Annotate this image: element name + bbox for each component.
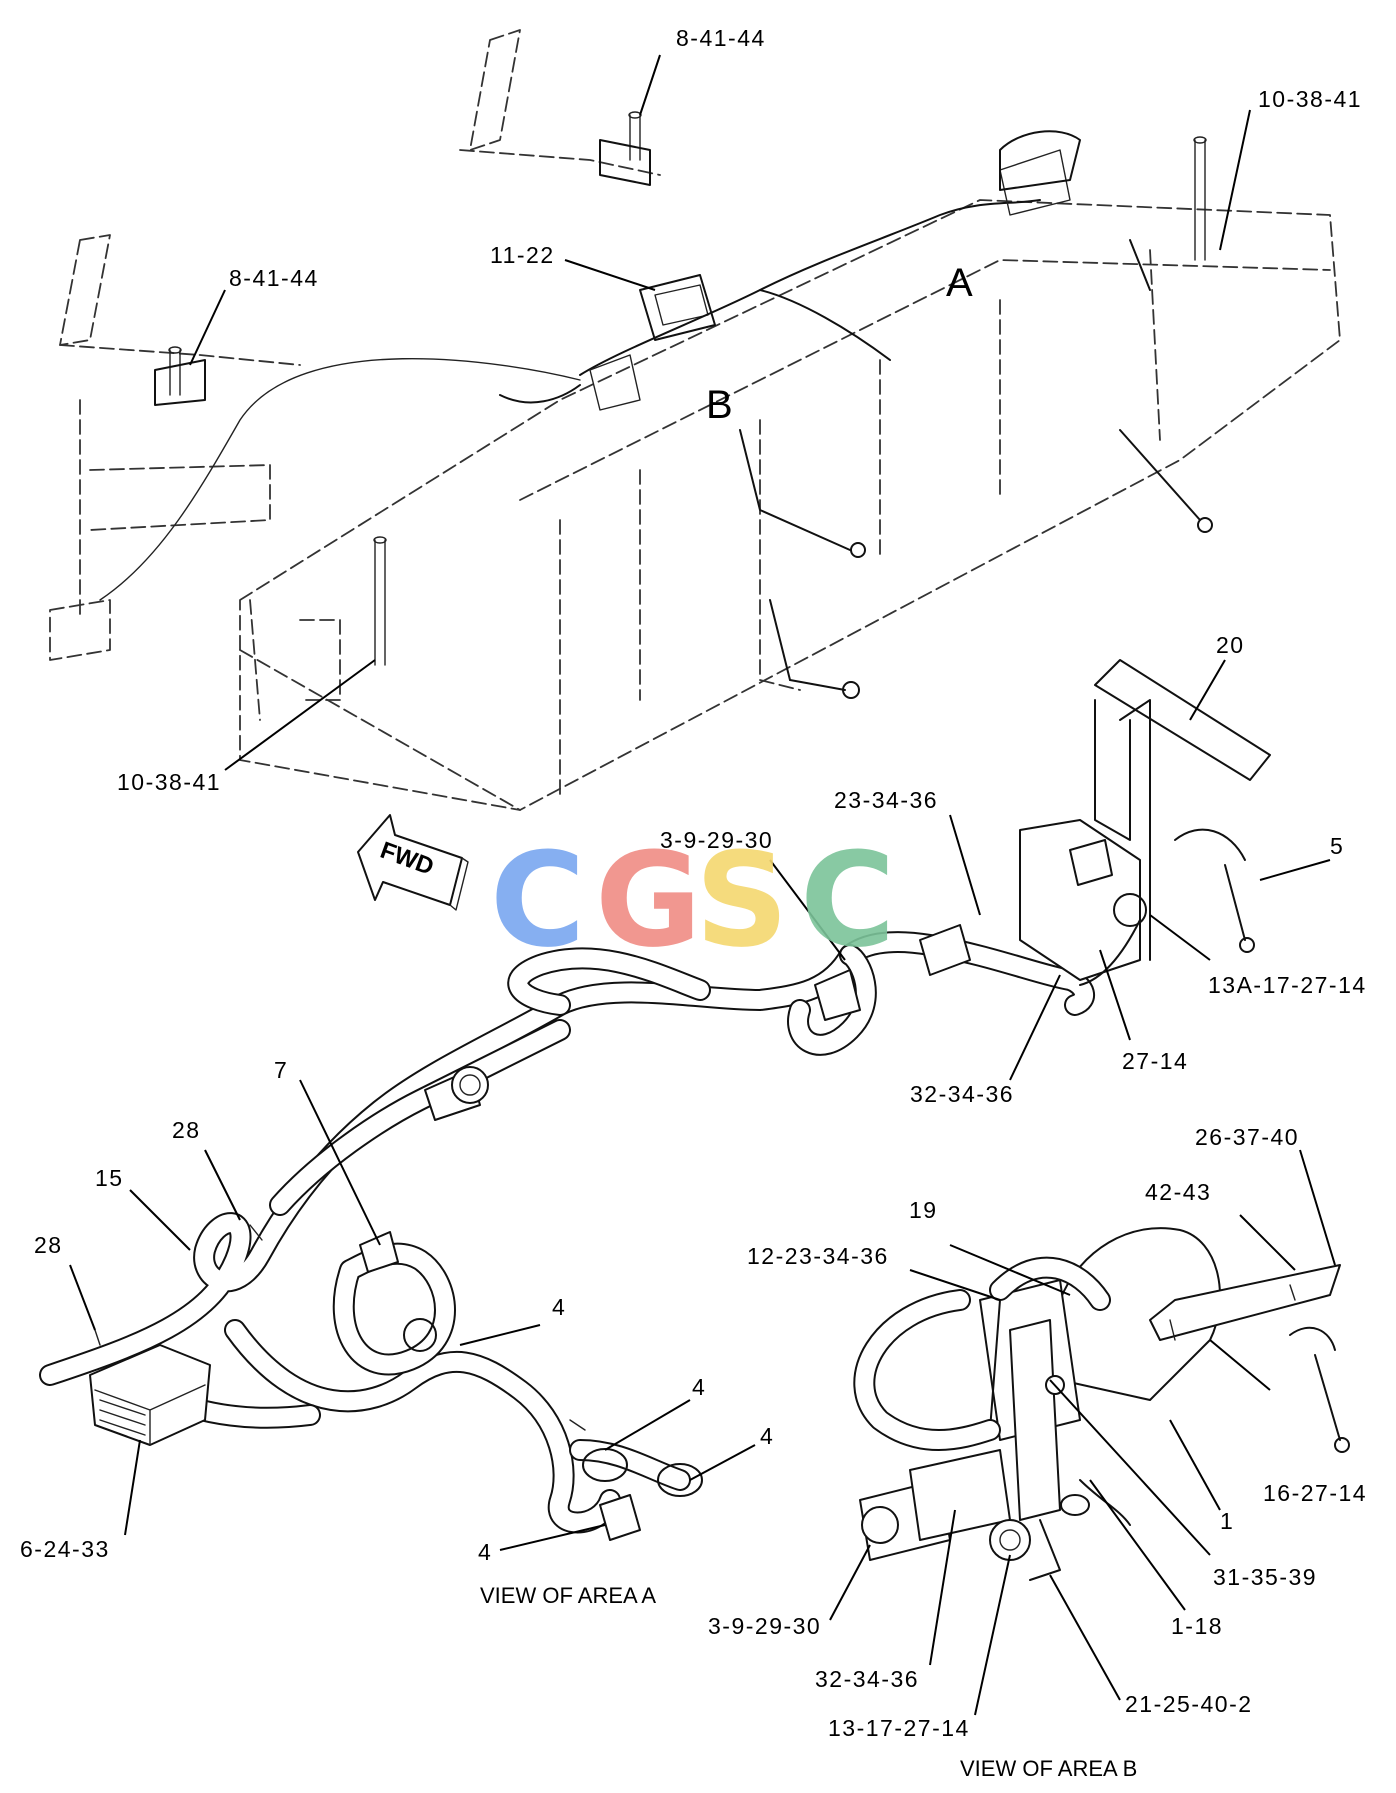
callout-27-14: 27-14 [1122, 1048, 1188, 1074]
callout-4-d: 4 [478, 1539, 492, 1565]
watermark-letter-s: S [695, 824, 789, 976]
watermark-letter-c1: C [490, 824, 585, 976]
callout-12-23-34-36: 12-23-34-36 [747, 1243, 889, 1269]
area-b-assembly-drawing [853, 659, 1350, 1581]
view-title-area-a: VIEW OF AREA A [480, 1583, 656, 1608]
callout-42-43: 42-43 [1145, 1179, 1211, 1205]
fwd-label: FWD [377, 837, 438, 881]
callout-16-27-14: 16-27-14 [1263, 1480, 1367, 1506]
view-title-area-b: VIEW OF AREA B [960, 1756, 1137, 1781]
callout-4-c: 4 [760, 1423, 774, 1449]
callout-28-b: 28 [34, 1232, 63, 1258]
callout-31-35-39: 31-35-39 [1213, 1564, 1317, 1590]
screed-assembly-drawing [49, 29, 1341, 811]
callout-11-22: 11-22 [490, 242, 555, 268]
watermark-letter-c2: C [800, 824, 895, 976]
callout-3-9-29-30-b: 3-9-29-30 [708, 1613, 821, 1639]
callout-32-34-36-a: 32-34-36 [910, 1081, 1014, 1107]
callout-23-34-36: 23-34-36 [834, 787, 938, 813]
leader-lines [69, 54, 1336, 1716]
callout-7: 7 [274, 1057, 288, 1083]
callout-6-24-33: 6-24-33 [20, 1536, 110, 1562]
callout-21-25-40-2: 21-25-40-2 [1125, 1691, 1253, 1717]
callout-3-9-29-30-a: 3-9-29-30 [660, 827, 773, 853]
callout-8-41-44-top: 8-41-44 [676, 25, 766, 51]
callout-20: 20 [1216, 632, 1245, 658]
callout-26-37-40: 26-37-40 [1195, 1124, 1299, 1150]
fwd-arrow: FWD [357, 814, 469, 911]
callout-4-b: 4 [692, 1374, 706, 1400]
cgsc-watermark: C G S C [490, 824, 895, 976]
callout-labels: 8-41-44 10-38-41 11-22 8-41-44 10-38-41 … [20, 25, 1367, 1741]
callout-19: 19 [909, 1197, 938, 1223]
callout-32-34-36-b: 32-34-36 [815, 1666, 919, 1692]
watermark-letter-g: G [595, 824, 702, 976]
callout-8-41-44-left: 8-41-44 [229, 265, 319, 291]
callout-13-17-27-14: 13-17-27-14 [828, 1715, 970, 1741]
callout-10-38-41-top: 10-38-41 [1258, 86, 1362, 112]
callout-15: 15 [95, 1165, 124, 1191]
harness-area-a-drawing [39, 924, 1095, 1541]
callout-5: 5 [1330, 833, 1344, 859]
callout-4-a: 4 [552, 1294, 566, 1320]
callout-1: 1 [1220, 1508, 1234, 1534]
area-a-marker: A [946, 261, 973, 305]
callout-28-a: 28 [172, 1117, 201, 1143]
callout-10-38-41-bottom: 10-38-41 [117, 769, 221, 795]
callout-1-18: 1-18 [1171, 1613, 1223, 1639]
area-b-marker: B [706, 383, 733, 427]
callout-13a-17-27-14: 13A-17-27-14 [1208, 972, 1367, 998]
